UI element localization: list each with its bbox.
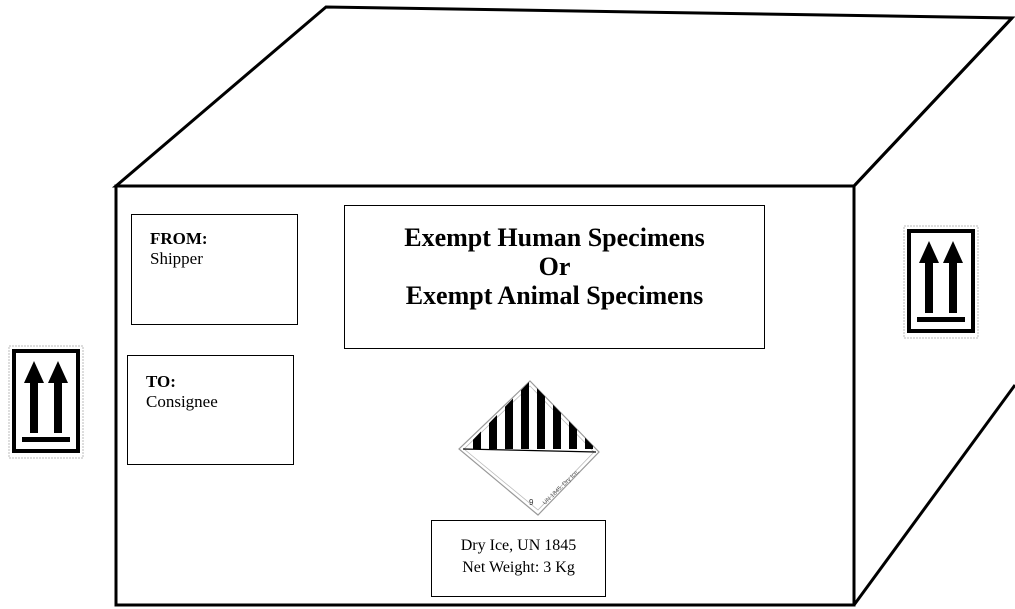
box-side-edge [852, 384, 1015, 606]
from-title: FROM: [150, 229, 208, 248]
hazard-class-number: 9 [529, 498, 534, 507]
this-way-up-arrows-icon [8, 345, 84, 459]
to-value: Consignee [146, 392, 218, 411]
dry-ice-line-1: Dry Ice, UN 1845 [460, 537, 577, 554]
box-side-face [852, 16, 1014, 188]
box-front-face [114, 184, 856, 607]
specimen-line-1: Exempt Human Specimens [404, 223, 705, 252]
from-address-label: FROM: Shipper [131, 214, 298, 325]
this-way-up-arrows-icon [903, 225, 979, 339]
specimen-line-2: Or [538, 252, 571, 281]
to-title: TO: [146, 372, 176, 391]
class-9-hazard-diamond-icon: 9 UN 1845, Dry Ice, [458, 380, 600, 516]
from-value: Shipper [150, 249, 203, 268]
dry-ice-label: Dry Ice, UN 1845 Net Weight: 3 Kg [431, 520, 606, 597]
to-address-label: TO: Consignee [127, 355, 294, 465]
specimen-line-3: Exempt Animal Specimens [405, 281, 704, 310]
dry-ice-line-2: Net Weight: 3 Kg [462, 559, 575, 576]
exempt-specimens-label: Exempt Human Specimens Or Exempt Animal … [344, 205, 765, 349]
